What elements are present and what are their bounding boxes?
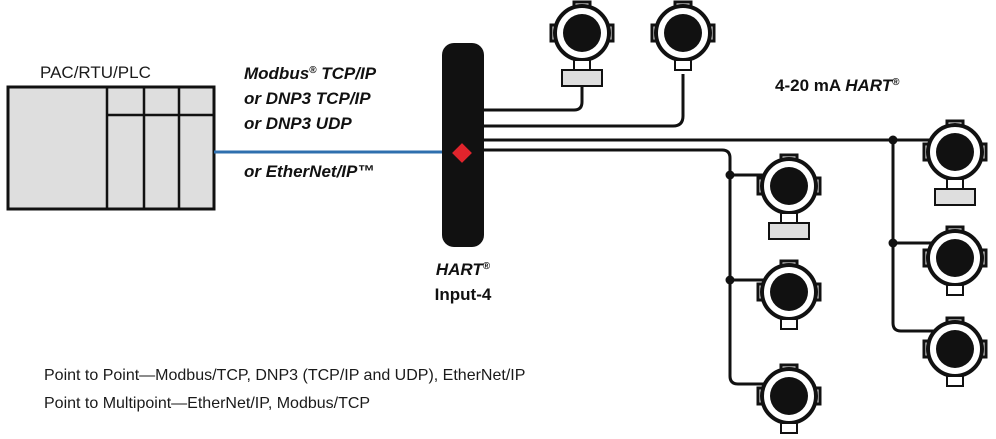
signal-label: 4-20 mA HART®	[775, 76, 900, 95]
note-point-to-point: Point to Point—Modbus/TCP, DNP3 (TCP/IP …	[44, 367, 525, 384]
transmitter-4	[756, 259, 822, 331]
transmitter-8	[922, 316, 988, 388]
plc-label: PAC/RTU/PLC	[40, 63, 151, 82]
transmitter-2	[650, 0, 716, 72]
wiring-junctions	[725, 135, 898, 285]
protocol-ethernet-ip: or EtherNet/IP™	[244, 162, 374, 181]
plc-controller	[6, 85, 216, 211]
status-diamond-icon	[452, 143, 472, 163]
hart-wiring	[484, 74, 956, 386]
plc-body	[6, 85, 216, 211]
transmitter-6	[922, 119, 988, 206]
transmitter-3	[756, 153, 822, 240]
transmitter-1	[549, 0, 615, 87]
protocol-dnp3-udp: or DNP3 UDP	[244, 114, 352, 133]
note-point-to-multipoint: Point to Multipoint—EtherNet/IP, Modbus/…	[44, 395, 370, 412]
protocol-modbus-tcp: Modbus® TCP/IP	[244, 64, 377, 83]
module-brand-label: HART®	[436, 260, 491, 279]
module-model-label: Input-4	[435, 285, 492, 304]
protocol-dnp3-tcp: or DNP3 TCP/IP	[244, 89, 371, 108]
transmitter-7	[922, 225, 988, 297]
hart-input-4-module	[442, 43, 484, 247]
transmitter-5	[756, 363, 822, 435]
